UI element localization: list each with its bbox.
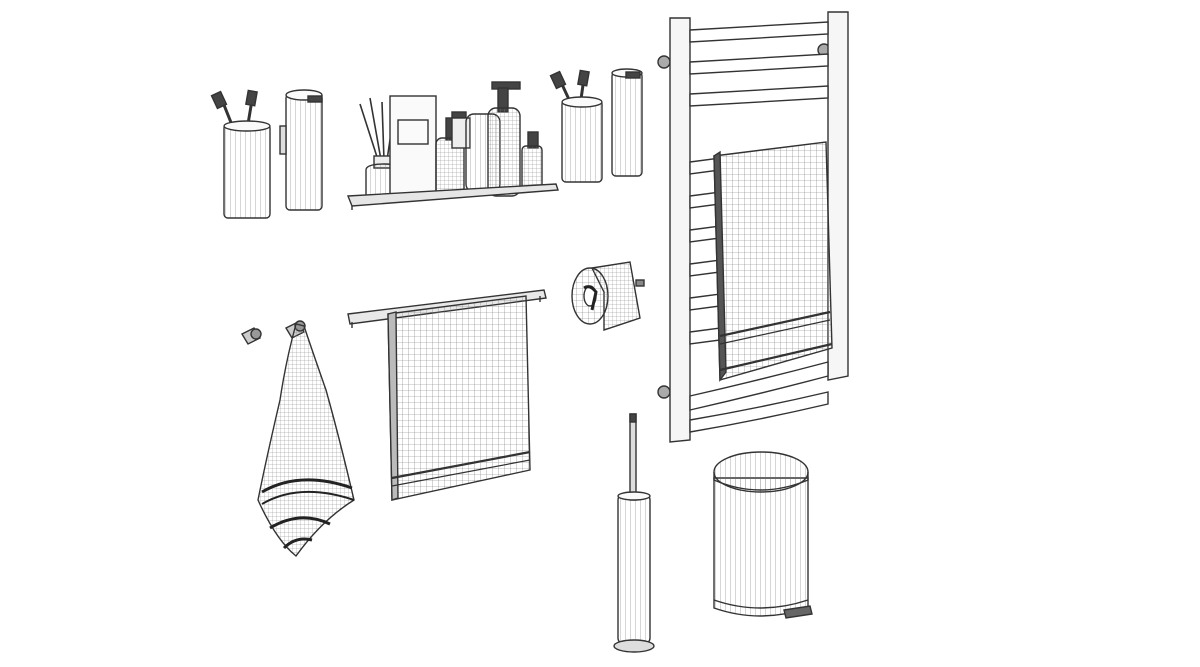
towel-warmer-icon — [657, 11, 849, 443]
bathroom-shelf-icon — [346, 81, 559, 210]
robe-hook-icon — [241, 327, 262, 345]
toothbrush-holder-icon — [549, 69, 603, 183]
hand-towel-icon — [257, 323, 355, 558]
toothbrush-holder-icon — [210, 89, 271, 219]
soap-dispenser-icon — [279, 89, 323, 211]
hand-towel-icon — [387, 295, 531, 501]
towel-bar-icon — [347, 289, 547, 501]
toilet-paper-holder-icon — [571, 261, 645, 331]
pedal-bin-icon — [713, 451, 813, 619]
toilet-brush-icon — [613, 413, 655, 653]
soap-dispenser-icon — [611, 68, 643, 177]
hand-towel-icon — [713, 141, 833, 383]
